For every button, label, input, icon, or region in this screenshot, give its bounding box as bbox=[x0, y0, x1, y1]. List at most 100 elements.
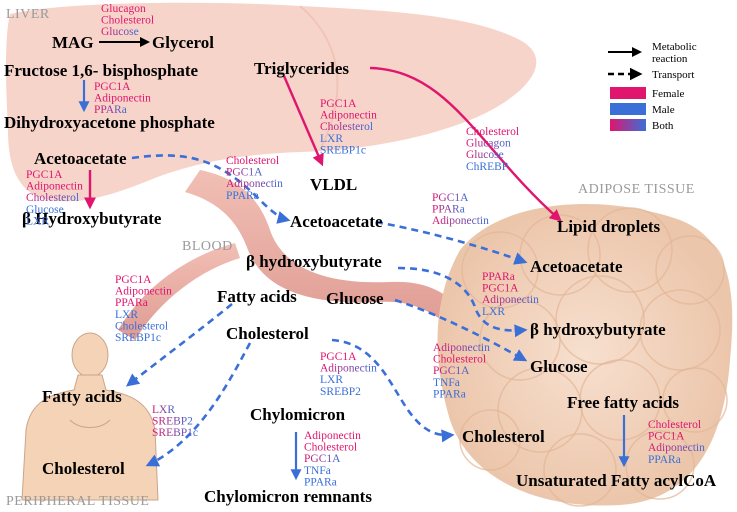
regulator-srebp1c: SREBP1c bbox=[152, 427, 198, 439]
regulator-pgc1a: PGC1A bbox=[304, 453, 341, 465]
regulator-glucagon: Glucagon bbox=[101, 3, 146, 15]
arrow-aceto-liver-blood bbox=[131, 154, 291, 224]
adipocyte-cell bbox=[639, 289, 721, 371]
node-acetoacetate-adipose: Acetoacetate bbox=[530, 257, 623, 276]
regulator-glucagon: Glucagon bbox=[466, 138, 511, 150]
regulator-lxr: LXR bbox=[320, 374, 343, 386]
regulator-tnfa: TNFa bbox=[304, 465, 331, 477]
node-chylomicron: Chylomicron bbox=[250, 405, 346, 424]
regulator-srebp1c: SREBP1c bbox=[115, 332, 161, 344]
arrow-chol-adipose bbox=[331, 338, 455, 443]
node-b-hydroxy-adipose: β hydroxybutyrate bbox=[530, 320, 666, 339]
regulator-cholesterol: Cholesterol bbox=[26, 192, 79, 204]
node-glucose-blood: Glucose bbox=[326, 289, 384, 308]
region-liver: LIVER bbox=[6, 7, 50, 22]
regulator-glucose: Glucose bbox=[466, 149, 504, 161]
regulator-cholesterol: Cholesterol bbox=[226, 155, 279, 167]
arrow-aceto-blood-adipose bbox=[375, 220, 528, 265]
regulator-adiponectin: Adiponectin bbox=[304, 430, 361, 442]
arrow-trig-lipid bbox=[369, 66, 562, 222]
regulator-pgc1a: PGC1A bbox=[433, 365, 470, 377]
nodes: MAG Glycerol Fructose 1,6- bisphosphate … bbox=[4, 33, 717, 506]
adipocyte-cell bbox=[579, 359, 661, 441]
regulator-adiponectin: Adiponectin bbox=[320, 110, 377, 122]
regulator-cholesterol: Cholesterol bbox=[466, 126, 519, 138]
arrow-trig-vldl bbox=[282, 75, 324, 167]
regulator-pgc1a: PGC1A bbox=[26, 169, 63, 181]
node-cholesterol-adipose: Cholesterol bbox=[462, 427, 545, 446]
legend: Metabolic reaction Transport Female Male… bbox=[608, 41, 697, 132]
regulator-adiponectin: Adiponectin bbox=[26, 181, 83, 193]
legend-metabolic-label: Metabolic bbox=[652, 41, 697, 53]
regulator-tnfa: TNFa bbox=[433, 377, 460, 389]
regulator-lxr: LXR bbox=[26, 215, 49, 227]
legend-reaction-label: reaction bbox=[652, 53, 688, 65]
regulator-pgc1a: PGC1A bbox=[320, 351, 357, 363]
regulator-pgc1a: PGC1A bbox=[226, 167, 263, 179]
arrow-chol-periph bbox=[145, 342, 252, 467]
regulator-adiponectin: Adiponectin bbox=[482, 294, 539, 306]
adipocyte-cell bbox=[555, 275, 645, 365]
regulator-cholesterol: Cholesterol bbox=[115, 320, 168, 332]
node-b-hydroxy-blood: β hydroxybutyrate bbox=[246, 252, 382, 271]
blood-vessel bbox=[118, 170, 470, 340]
regulator-cholesterol: Cholesterol bbox=[433, 354, 486, 366]
regulator-ppara: PPARa bbox=[648, 454, 681, 466]
region-adipose: ADIPOSE TISSUE bbox=[578, 182, 695, 197]
regulator-lxr: LXR bbox=[115, 309, 138, 321]
region-blood: BLOOD bbox=[182, 239, 233, 254]
node-cholesterol-periph: Cholesterol bbox=[42, 459, 125, 478]
regulator-cholesterol: Cholesterol bbox=[320, 121, 373, 133]
legend-male-swatch bbox=[610, 103, 646, 115]
node-lipid-droplets: Lipid droplets bbox=[557, 217, 661, 236]
node-chylomicron-remnants: Chylomicron remnants bbox=[204, 487, 372, 506]
adipocyte-cell bbox=[543, 433, 617, 507]
regulator-pgc1a: PGC1A bbox=[648, 431, 685, 443]
regulator-chrebp: ChREBP bbox=[466, 161, 508, 173]
adipose-tissue bbox=[437, 204, 733, 507]
legend-female-swatch bbox=[610, 87, 646, 99]
regulator-ppara: PPARa bbox=[94, 104, 127, 116]
node-b-hydroxy-liver: β Hydroxybutyrate bbox=[22, 209, 162, 228]
node-fructose: Fructose 1,6- bisphosphate bbox=[4, 61, 199, 80]
legend-male-label: Male bbox=[652, 104, 675, 116]
human-figure bbox=[21, 332, 159, 501]
regulator-glucose: Glucose bbox=[26, 204, 64, 216]
regulator-adiponectin: Adiponectin bbox=[320, 363, 377, 375]
adipocyte-cell bbox=[587, 207, 673, 293]
regulator-ppara: PPARa bbox=[432, 204, 465, 216]
legend-female-label: Female bbox=[652, 88, 684, 100]
node-unsat-fatty: Unsaturated Fatty acylCoA bbox=[516, 471, 717, 490]
region-peripheral: PERIPHERAL TISSUE bbox=[6, 494, 149, 509]
regulator-ppara: PPARa bbox=[482, 271, 515, 283]
adipocyte-cell bbox=[459, 409, 521, 471]
regulator-ppara: PPARa bbox=[115, 297, 148, 309]
regulator-cholesterol: Cholesterol bbox=[648, 419, 701, 431]
adipocyte-cell bbox=[497, 367, 583, 453]
node-glucose-adipose: Glucose bbox=[530, 357, 588, 376]
legend-transport-label: Transport bbox=[652, 69, 694, 81]
regulator-pgc1a: PGC1A bbox=[432, 192, 469, 204]
regulator-adiponectin: Adiponectin bbox=[648, 442, 705, 454]
adipocyte-cell bbox=[461, 231, 539, 309]
adipocyte-cell bbox=[662, 367, 728, 433]
regulator-adiponectin: Adiponectin bbox=[433, 342, 490, 354]
regulator-pgc1a: PGC1A bbox=[482, 283, 519, 295]
regulator-ppara: PPARa bbox=[304, 476, 337, 488]
regulator-lxr: LXR bbox=[152, 404, 175, 416]
regulator-cholesterol: Cholesterol bbox=[304, 442, 357, 454]
regulator-srebp1c: SREBP1c bbox=[320, 144, 366, 156]
regulator-ppara: PPARa bbox=[226, 190, 259, 202]
